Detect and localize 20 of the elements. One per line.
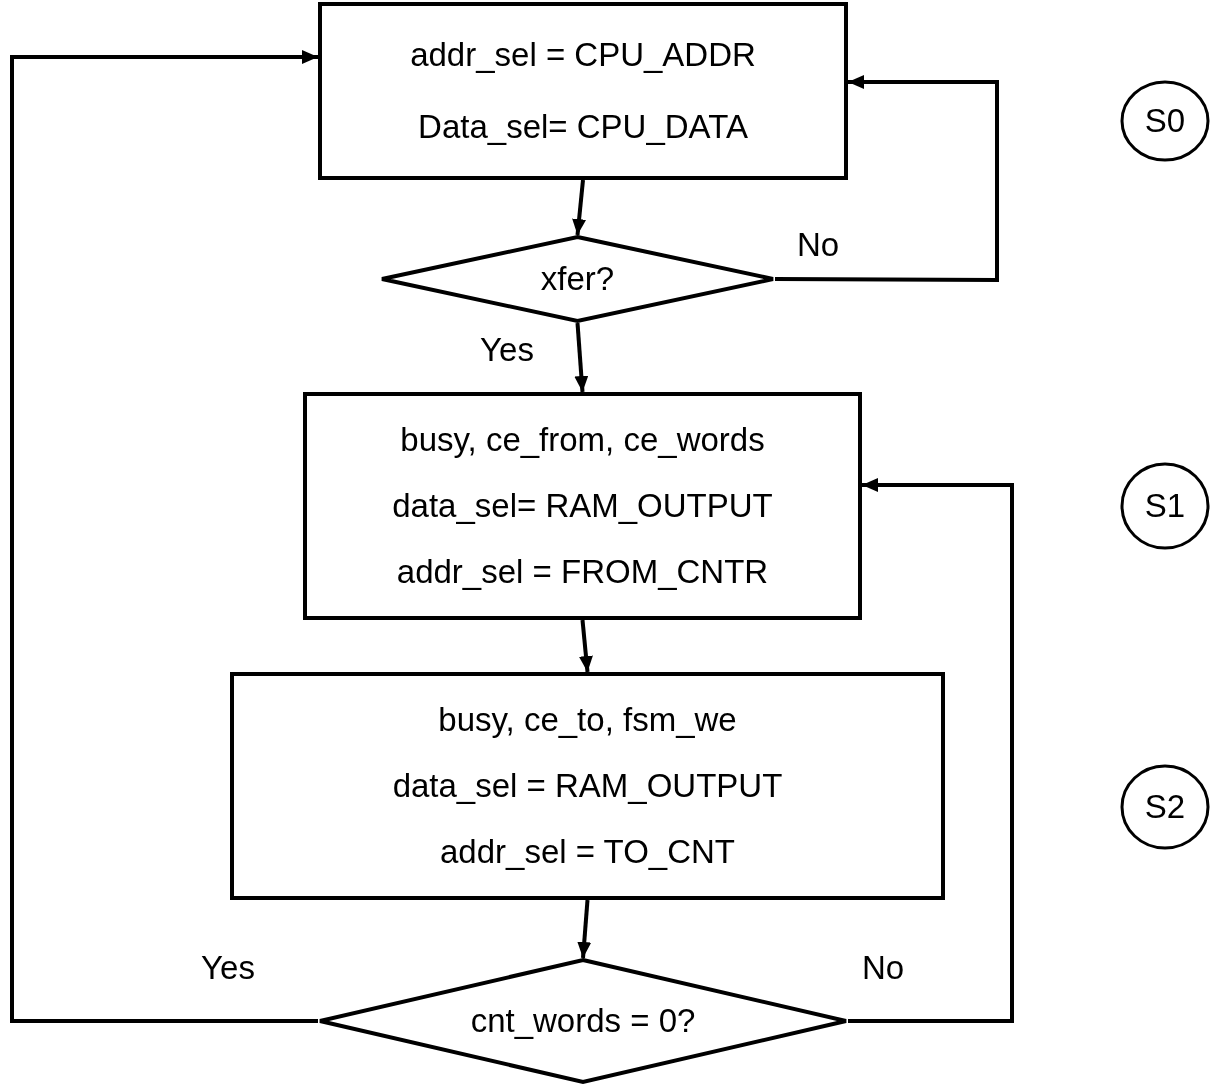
state-label: S2 xyxy=(1144,788,1186,826)
arrow xyxy=(848,478,1014,1023)
condition-text: xfer? xyxy=(540,260,615,298)
assignment-text: addr_sel = TO_CNT xyxy=(440,833,735,871)
assignment-text: addr_sel = FROM_CNTR xyxy=(396,553,769,591)
arrow xyxy=(574,322,589,393)
arrow xyxy=(572,179,587,236)
assignment-text: Data_sel= CPU_DATA xyxy=(418,108,748,145)
assignment-text: busy, ce_from, ce_words xyxy=(400,421,765,459)
state-label: S1 xyxy=(1144,487,1186,525)
arrow xyxy=(775,75,999,282)
arrow xyxy=(10,50,318,1023)
assignment-text: addr_sel = CPU_ADDR xyxy=(410,37,756,74)
assignment-text: data_sel= RAM_OUTPUT xyxy=(392,487,773,525)
assignment-text: data_sel = RAM_OUTPUT xyxy=(392,767,783,805)
arrow xyxy=(577,899,592,959)
condition-text: cnt_words = 0? xyxy=(470,1002,696,1040)
assignment-text: busy, ce_to, fsm_we xyxy=(438,701,737,739)
state-label: S0 xyxy=(1144,102,1186,140)
arrow xyxy=(579,619,593,673)
